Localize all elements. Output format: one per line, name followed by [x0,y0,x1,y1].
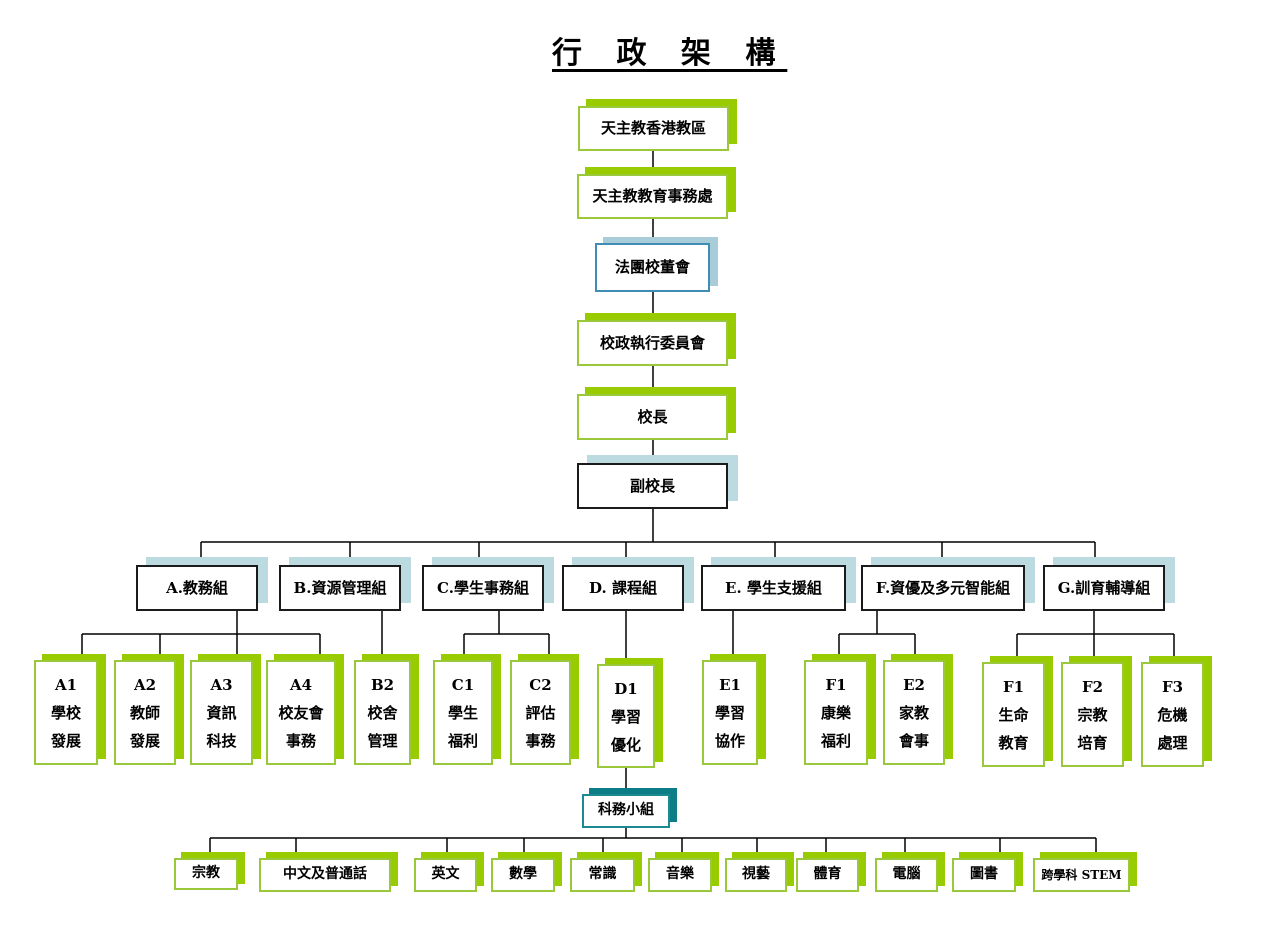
division-c: C.學生事務組 [422,565,544,611]
subject-item: 視藝 [725,858,787,892]
unit-line: 康樂 [820,703,851,722]
unit-code: B2 [370,676,395,694]
unit-line: 學習 [610,707,641,726]
unit-line: 培育 [1077,733,1108,752]
unit-line: 生命 [998,705,1029,724]
page-title: 行 政 架 構 [552,36,788,71]
division-f: F.資優及多元智能組 [861,565,1025,611]
unit-code: D1 [614,680,638,698]
unit-a4: A4 校友會 事務 [266,660,336,765]
unit-line: 發展 [50,731,81,750]
unit-f1: F1 康樂 福利 [804,660,868,765]
subject-item: 音樂 [648,858,712,892]
division-g: G.訓育輔導組 [1043,565,1165,611]
unit-line: 校舍 [367,703,398,722]
unit-line: 發展 [129,731,160,750]
subject-item: 宗教 [174,858,238,890]
unit-code: C1 [451,676,475,694]
unit-line: 家教 [898,703,929,722]
subject-item: 中文及普通話 [259,858,391,892]
node-education-office: 天主教教育事務處 [577,174,728,219]
unit-code: C2 [529,676,552,694]
unit-c1: C1 學生 福利 [433,660,493,765]
unit-line: 教師 [129,703,160,722]
subject-item: 圖書 [952,858,1016,892]
unit-a2: A2 教師 發展 [114,660,176,765]
unit-code: A3 [210,676,233,694]
unit-line: 福利 [447,731,478,750]
unit-line: 學校 [50,703,81,722]
unit-code: F1 [825,676,847,694]
unit-line: 管理 [367,731,398,750]
unit-code: F3 [1161,678,1184,696]
unit-a3: A3 資訊 科技 [190,660,253,765]
unit-line: 事務 [525,731,556,750]
unit-code: F2 [1081,678,1104,696]
unit-code: A4 [289,676,313,694]
unit-e2: E2 家教 會事 [883,660,945,765]
unit-line: 教育 [998,733,1029,752]
unit-line: 學習 [714,703,745,722]
unit-code: A1 [54,676,78,694]
unit-line: 學生 [447,703,478,722]
node-vice-principal: 副校長 [577,463,728,509]
node-principal: 校長 [577,394,728,440]
division-e: E. 學生支援組 [701,565,846,611]
division-a: A.教務組 [136,565,258,611]
unit-code: E2 [903,676,925,694]
division-d: D. 課程組 [562,565,684,611]
subject-item: 跨學科 STEM [1033,858,1130,892]
unit-code: A2 [133,676,157,694]
unit-line: 評估 [525,703,556,722]
unit-line: 科技 [206,731,237,750]
unit-a1: A1 學校 發展 [34,660,98,765]
unit-line: 宗教 [1077,705,1108,724]
subject-item: 英文 [414,858,477,892]
unit-c2: C2 評估 事務 [510,660,571,765]
unit-line: 會事 [898,731,929,750]
subject-item: 電腦 [875,858,938,892]
unit-g-f1: F1 生命 教育 [982,662,1045,767]
unit-b2: B2 校舍 管理 [354,660,411,765]
subject-item: 體育 [796,858,859,892]
unit-line: 處理 [1157,733,1188,752]
subject-panel: 科務小組 [582,794,670,828]
unit-line: 優化 [610,735,641,754]
node-diocese: 天主教香港教區 [578,106,729,151]
node-imc: 法團校董會 [595,243,710,292]
unit-line: 危機 [1157,705,1188,724]
unit-g-f2: F2 宗教 培育 [1061,662,1124,767]
unit-e1: E1 學習 協作 [702,660,758,765]
unit-code: E1 [719,676,741,694]
unit-line: 協作 [714,731,745,750]
unit-line: 福利 [820,731,851,750]
unit-d1: D1 學習 優化 [597,664,655,768]
node-executive-committee: 校政執行委員會 [577,320,728,366]
unit-code: F1 [1002,678,1025,696]
division-b: B.資源管理組 [279,565,401,611]
unit-g-f3: F3 危機 處理 [1141,662,1204,767]
unit-line: 事務 [285,731,316,750]
unit-line: 資訊 [206,703,237,722]
subject-item: 數學 [491,858,555,892]
subject-item: 常識 [570,858,635,892]
unit-line: 校友會 [278,703,324,722]
